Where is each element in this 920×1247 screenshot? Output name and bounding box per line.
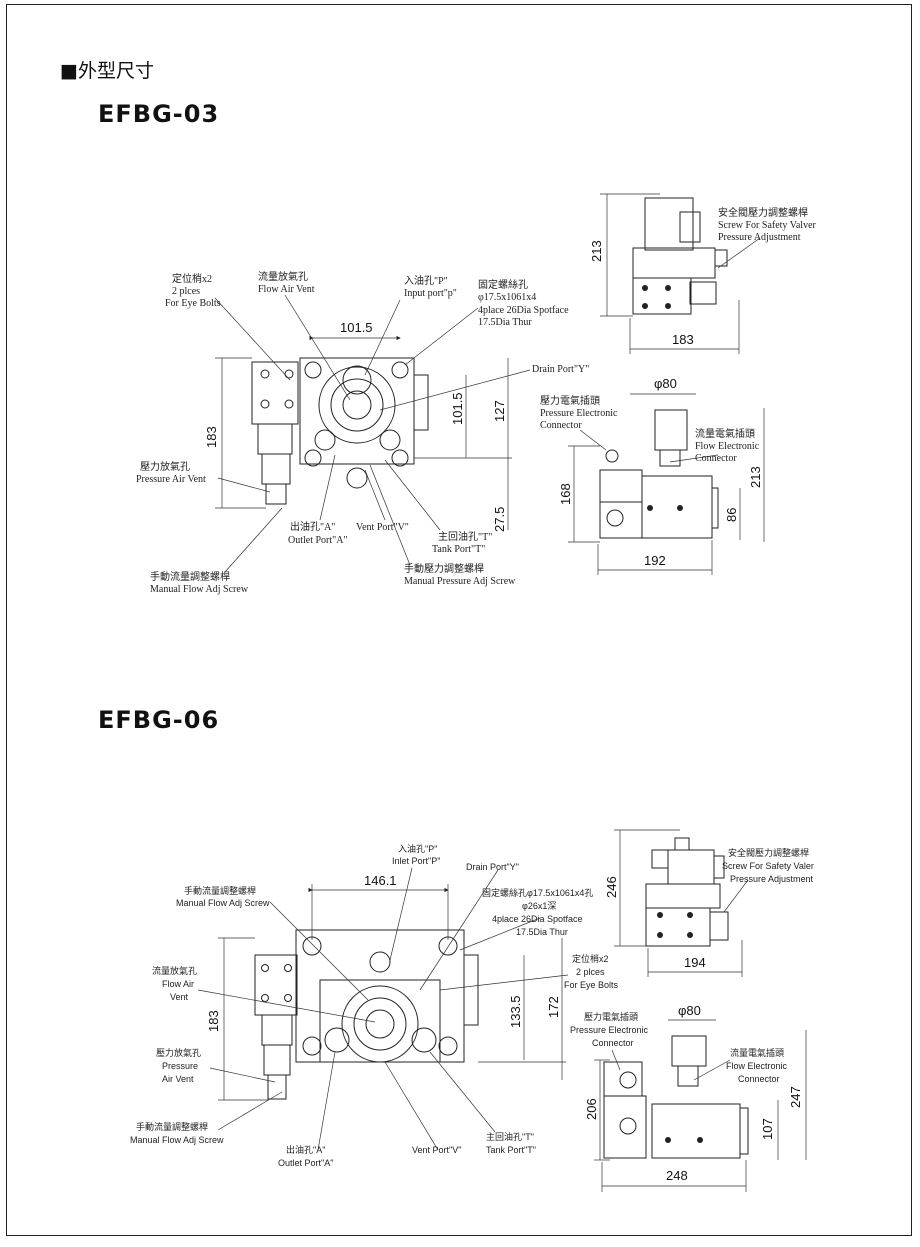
efbg03-dim-front-height: 168 [558,483,573,505]
efbg06-label-flow-air-vent: 流量放氣孔 Flow Air Vent [152,965,200,1002]
efbg06-dim-side-width: 194 [684,955,706,970]
efbg03-dim-body-height: 127 [492,400,507,422]
efbg06-dim-body-height: 172 [546,996,561,1018]
efbg06-dim-port-height: 133.5 [508,995,523,1028]
efbg03-dim-port-height: 101.5 [450,392,465,425]
efbg06-label-drain-port: Drain Port"Y" [466,862,519,872]
efbg03-dim-conn-dia: φ80 [654,376,677,391]
efbg06-label-pressure-connector: 壓力電氣插頭 Pressure Electronic Connector [570,1011,651,1048]
efbg03-front-view [568,393,765,575]
efbg03-label-manual-pressure: 手動壓力調整螺桿 Manual Pressure Adj Screw [404,562,516,587]
efbg06-dim-left-height: 183 [206,1010,221,1032]
efbg06-dim-conn-dia: φ80 [678,1003,701,1018]
efbg06-side-view [614,829,749,977]
efbg06-front-view [594,1019,807,1192]
efbg03-label-vent-port: Vent Port"V" [356,522,409,533]
efbg06-label-safety-valve: 安全閥壓力調整螺桿 Screw For Safety Valer Pressur… [722,847,816,884]
efbg03-label-input-port: 入油孔"P" Input port"p" [404,274,457,299]
efbg06-main-view [218,884,566,1101]
efbg03-dim-front-total: 213 [748,466,763,488]
model-title-efbg-06: EFBG-06 [98,706,220,734]
efbg06-label-tank-port: 主回油孔"T" Tank Port"T" [486,1131,536,1155]
efbg06-dim-side-height: 246 [604,876,619,898]
drawing-frame [6,4,912,1236]
efbg06-label-eye-bolts: 定位梢x2 2 plces For Eye Bolts [564,953,619,990]
efbg06-label-flow-connector: 流量電氣插頭 Flow Electronic Connector [726,1047,790,1084]
efbg03-dim-front-width: 192 [644,553,666,568]
efbg06-label-vent-port: Vent Port"V" [412,1145,461,1155]
efbg03-label-safety-valve: 安全閥壓力調整螺桿 Screw For Safety Valver Pressu… [718,206,818,243]
efbg06-label-manual-flow-top: 手動流量調整螺桿 Manual Flow Adj Screw [176,885,270,908]
efbg06-leaders [197,867,569,1151]
efbg06-dim-front-height: 206 [584,1098,599,1120]
efbg03-main-view [215,335,512,530]
efbg03-dim-left-height: 183 [204,426,219,448]
efbg03-dim-side-width: 183 [672,332,694,347]
efbg03-dim-bottom-offset: 27.5 [492,507,507,532]
efbg03-label-manual-flow: 手動流量調整螺桿 Manual Flow Adj Screw [150,570,249,595]
efbg06-label-pressure-air-vent: 壓力放氣孔 Pressure Air Vent [156,1047,204,1084]
efbg03-dim-side-height: 213 [589,240,604,262]
efbg03-label-drain-port: Drain Port"Y" [532,364,589,375]
efbg06-dim-front-mid: 107 [760,1118,775,1140]
efbg03-label-fixing-screw: 固定螺絲孔 φ17.5x1061x4 4place 26Dia Spotface… [478,278,571,328]
efbg06-label-outlet-port: 出油孔"A" Outlet Port"A" [278,1144,333,1168]
efbg03-dim-top-width: 101.5 [340,320,373,335]
efbg03-label-pressure-connector: 壓力電氣插頭 Pressure Electronic Connector [540,394,620,431]
efbg06-label-fixing-screw: 固定螺絲孔φ17.5x1061x4孔 φ26x1深 4place 26Dia S… [482,887,596,937]
model-title-efbg-03: EFBG-03 [98,100,220,128]
efbg06-dim-front-width: 248 [666,1168,688,1183]
efbg03-label-outlet-port: 出油孔"A" Outlet Port"A" [288,520,348,546]
efbg06-label-input-port: 入油孔"P" Inlet Port"P" [392,843,440,866]
efbg03-side-view [600,193,761,354]
efbg03-label-flow-connector: 流量電氣插頭 Flow Electronic Connector [695,427,762,464]
efbg03-label-tank-port: 主回油孔"T" Tank Port"T" [432,530,495,555]
efbg03-dim-front-mid: 86 [724,508,739,522]
efbg06-dim-top-width: 146.1 [364,873,397,888]
section-title: ■外型尺寸 [60,60,154,82]
efbg06-label-manual-flow: 手動流量調整螺桿 Manual Flow Adj Screw [130,1121,224,1145]
efbg03-label-eye-bolts: 定位梢x2 2 plces For Eye Bolts [165,272,221,309]
efbg03-label-flow-air-vent: 流量放氣孔 Flow Air Vent [258,270,315,295]
efbg03-leaders [214,294,531,573]
efbg06-dim-front-total: 247 [788,1086,803,1108]
efbg03-label-pressure-air-vent: 壓力放氣孔 Pressure Air Vent [136,460,206,485]
